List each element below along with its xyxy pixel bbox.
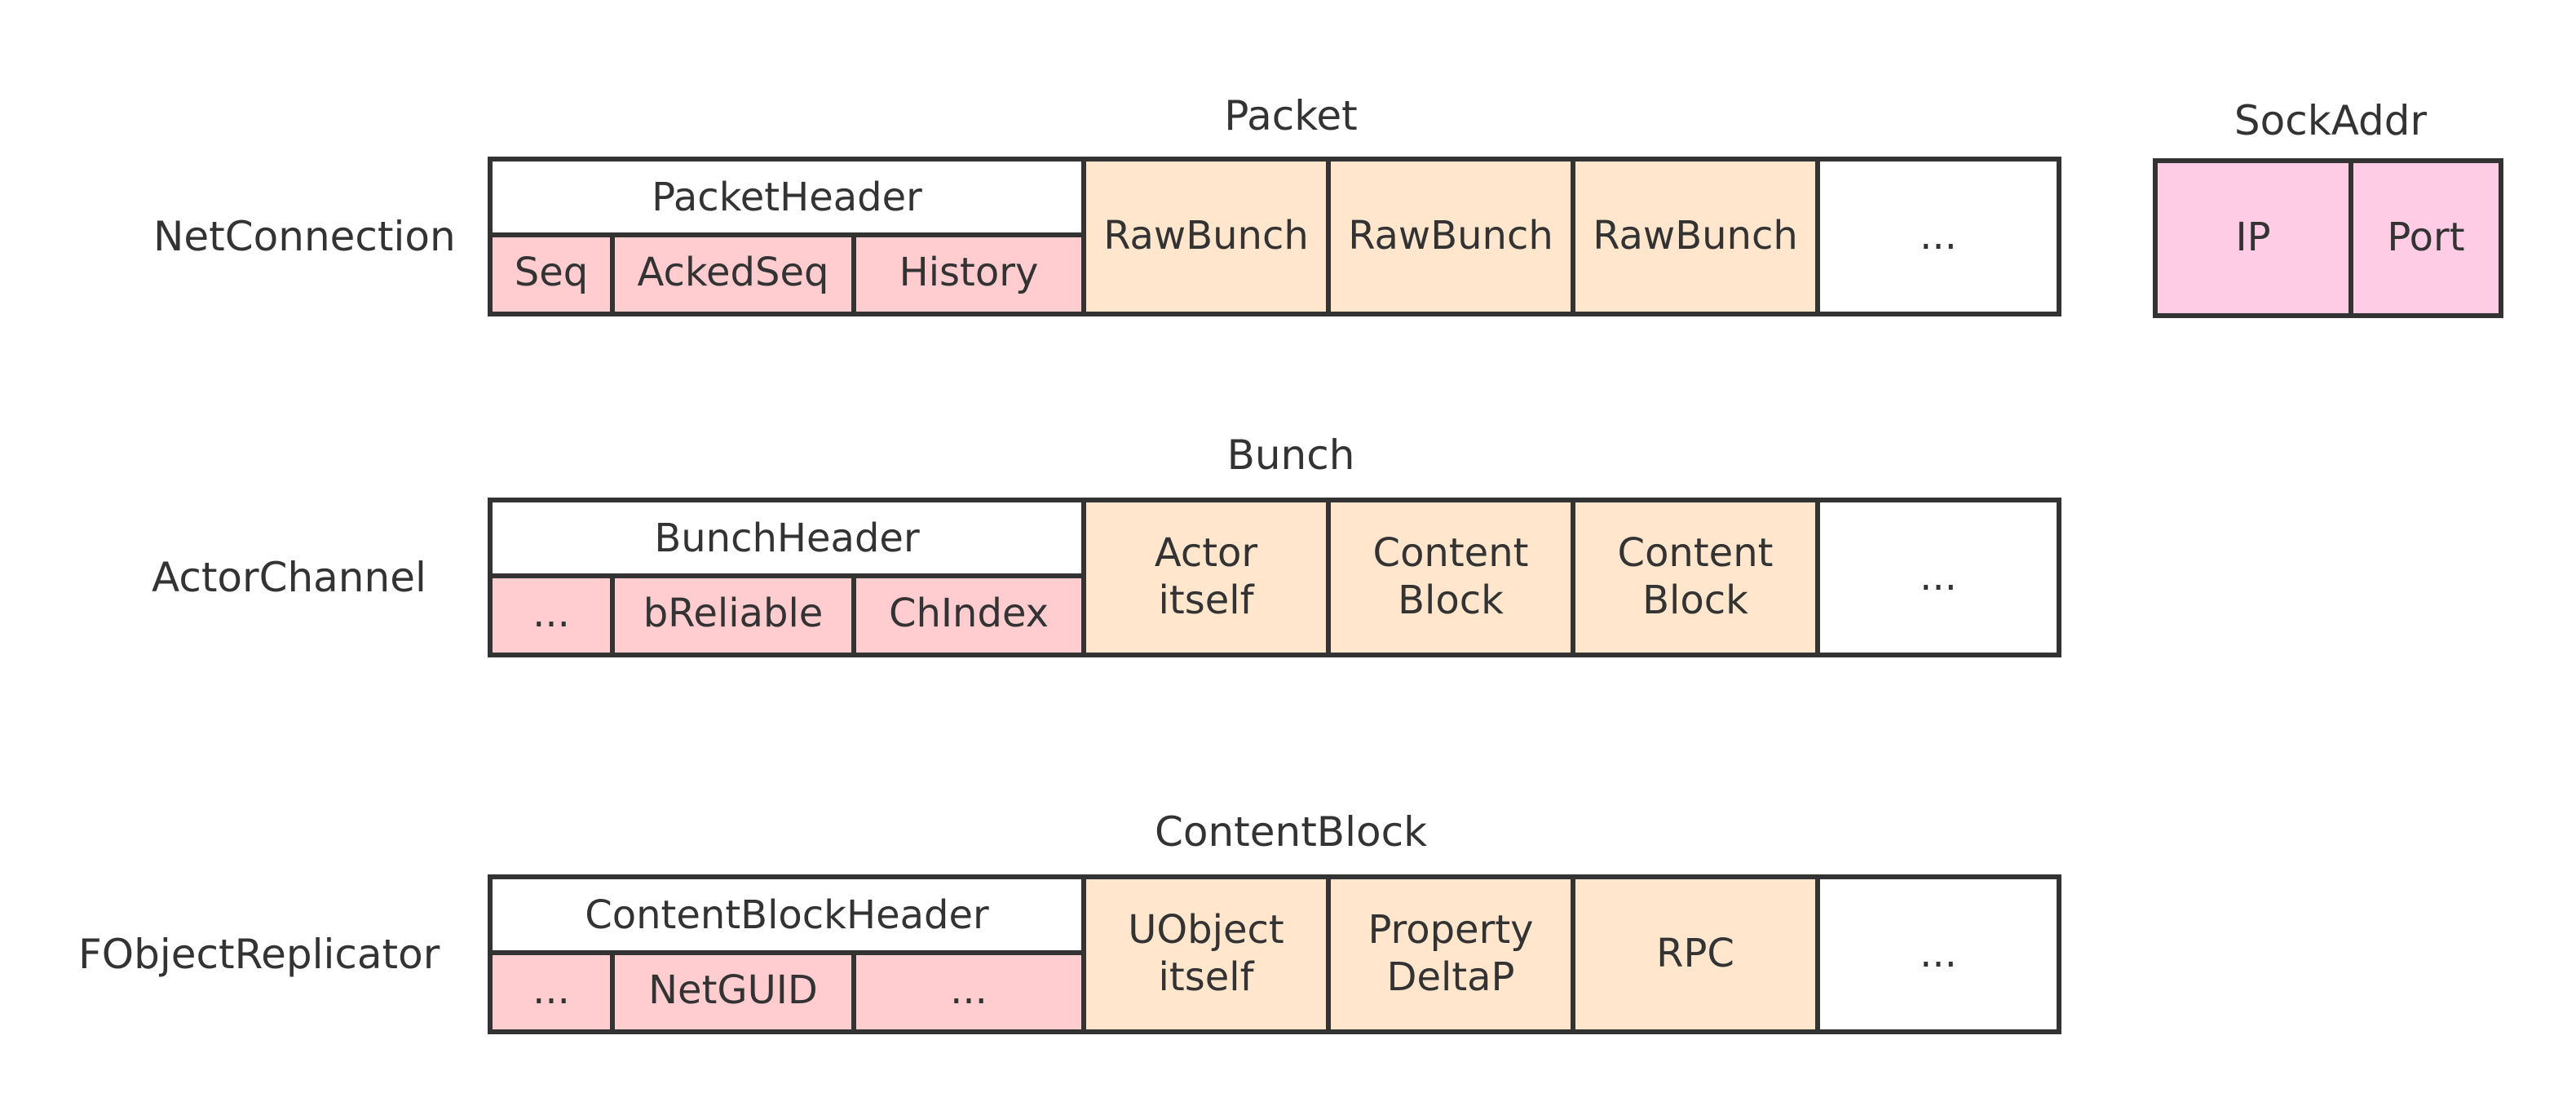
- header-divider-netconnection: [488, 232, 1081, 237]
- body-cell-netconnection-0: RawBunch: [1086, 162, 1326, 312]
- field-divider-netconnection-1: [851, 235, 856, 316]
- body-divider-actorchannel-0: [1081, 498, 1086, 657]
- field-divider-netconnection-0: [610, 235, 615, 316]
- header-label-netconnection: PacketHeader: [652, 175, 922, 221]
- row-label-netconnection: NetConnection: [153, 213, 456, 260]
- body-cell-netconnection-1: RawBunch: [1331, 162, 1571, 312]
- body-cell-actorchannel-3: ...: [1920, 554, 1957, 600]
- row-label-actorchannel: ActorChannel: [152, 554, 426, 601]
- body-divider-fobjectreplicator-2: [1571, 874, 1575, 1034]
- sockaddr-frame: [2153, 158, 2503, 318]
- header-field-fobjectreplicator-2: ...: [856, 953, 1081, 1029]
- header-divider-fobjectreplicator: [488, 950, 1081, 955]
- header-divider-actorchannel: [488, 573, 1081, 578]
- sockaddr-field-0: IP: [2235, 215, 2271, 261]
- sockaddr-field-1: Port: [2387, 215, 2465, 261]
- header-field-netconnection-2: History: [856, 235, 1081, 312]
- body-divider-fobjectreplicator-0: [1081, 874, 1086, 1034]
- body-divider-actorchannel-2: [1571, 498, 1575, 657]
- body-divider-netconnection-3: [1815, 157, 1820, 316]
- sockaddr-title: SockAddr: [2234, 97, 2428, 144]
- body-cell-fobjectreplicator-2: RPC: [1575, 879, 1815, 1029]
- header-label-fobjectreplicator: ContentBlockHeader: [585, 892, 989, 939]
- header-field-fobjectreplicator-1: NetGUID: [615, 953, 851, 1029]
- field-divider-actorchannel-1: [851, 576, 856, 657]
- struct-title-actorchannel: Bunch: [1226, 431, 1355, 479]
- body-divider-actorchannel-3: [1815, 498, 1820, 657]
- body-divider-netconnection-1: [1326, 157, 1331, 316]
- field-divider-fobjectreplicator-0: [610, 953, 615, 1034]
- body-cell-fobjectreplicator-3: ...: [1920, 931, 1957, 977]
- body-divider-netconnection-0: [1081, 157, 1086, 316]
- struct-title-netconnection: Packet: [1224, 92, 1358, 139]
- header-field-actorchannel-1: bReliable: [615, 576, 851, 653]
- sockaddr-divider: [2348, 158, 2353, 318]
- header-field-netconnection-1: AckedSeq: [615, 235, 851, 312]
- header-field-actorchannel-0: ...: [493, 576, 610, 653]
- body-divider-actorchannel-1: [1326, 498, 1331, 657]
- body-divider-netconnection-2: [1571, 157, 1575, 316]
- body-cell-netconnection-3: ...: [1920, 213, 1957, 259]
- body-divider-fobjectreplicator-1: [1326, 874, 1331, 1034]
- header-field-netconnection-0: Seq: [493, 235, 610, 312]
- row-label-fobjectreplicator: FObjectReplicator: [78, 931, 440, 978]
- header-label-actorchannel: BunchHeader: [654, 516, 920, 562]
- body-divider-fobjectreplicator-3: [1815, 874, 1820, 1034]
- body-cell-netconnection-2: RawBunch: [1575, 162, 1815, 312]
- field-divider-fobjectreplicator-1: [851, 953, 856, 1034]
- header-field-fobjectreplicator-0: ...: [493, 953, 610, 1029]
- struct-title-fobjectreplicator: ContentBlock: [1154, 808, 1428, 856]
- header-field-actorchannel-2: ChIndex: [856, 576, 1081, 653]
- field-divider-actorchannel-0: [610, 576, 615, 657]
